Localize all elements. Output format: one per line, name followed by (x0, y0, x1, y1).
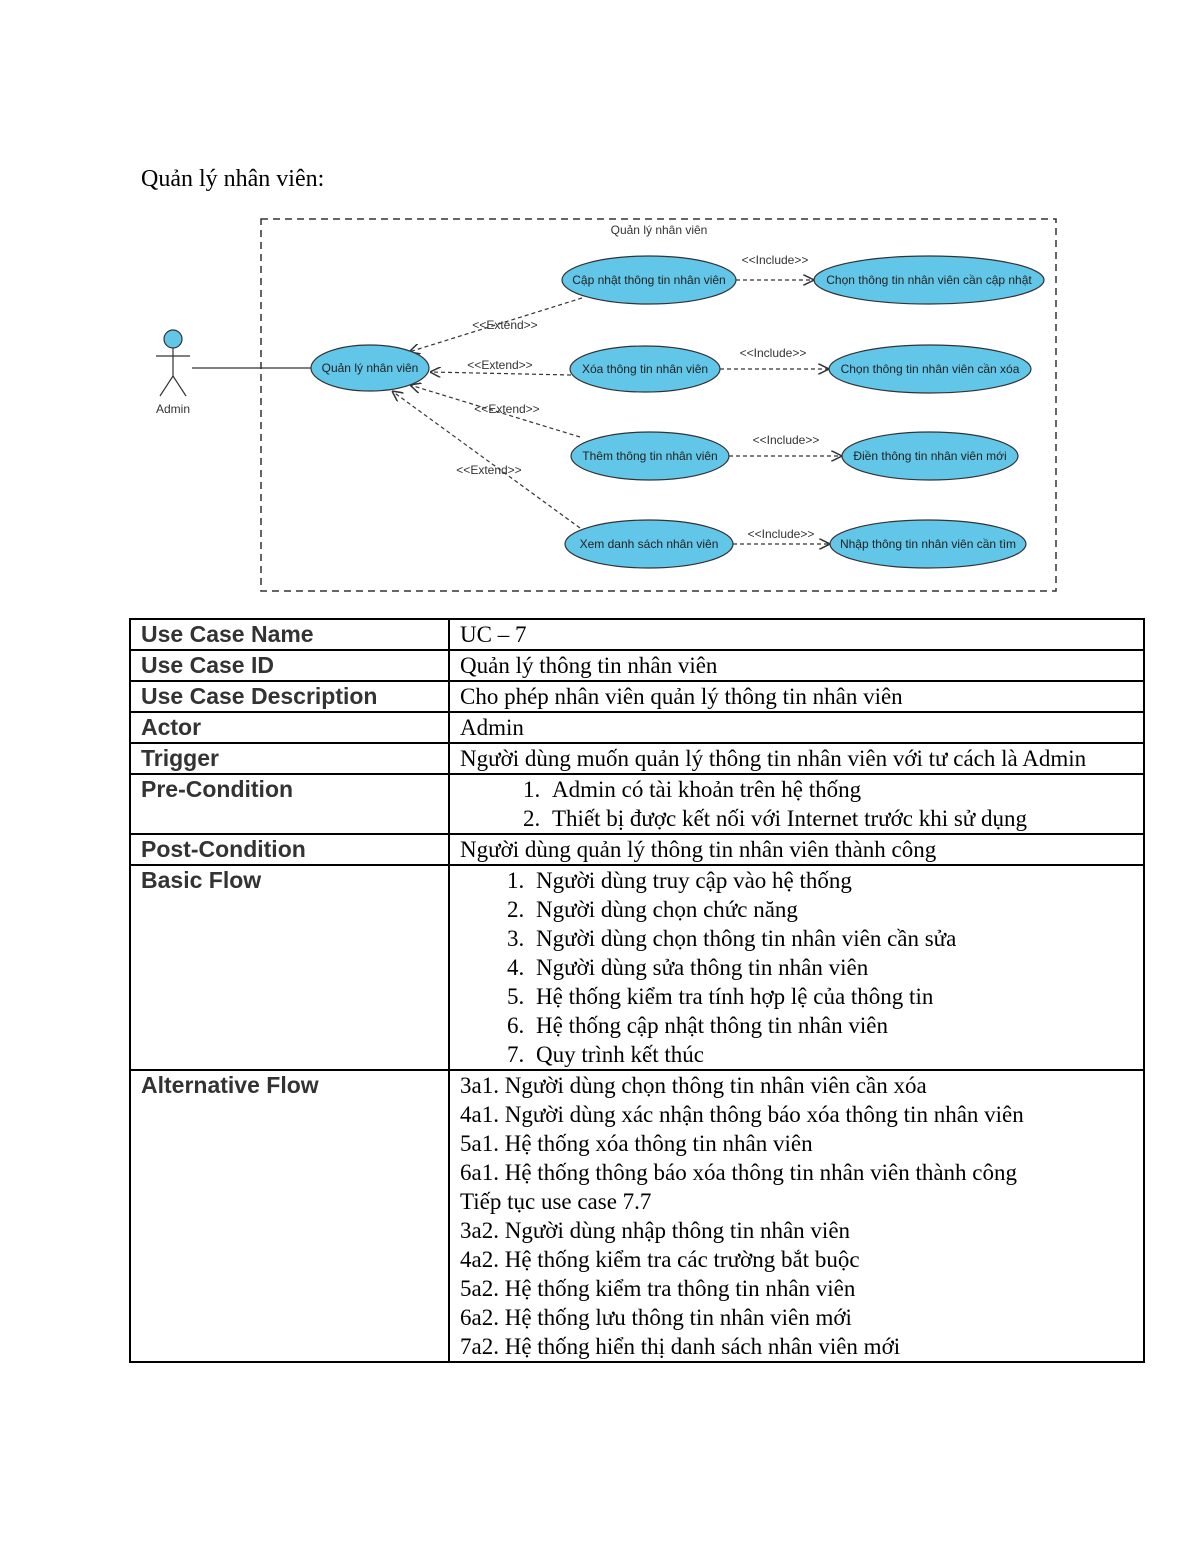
label-main: Quản lý nhân viên (322, 361, 419, 375)
alternative-flow-line: 3a2. Người dùng nhập thông tin nhân viên (460, 1218, 851, 1243)
actor-admin: Admin (156, 329, 190, 416)
extend-arrow-list (392, 391, 581, 529)
row-name: Use Case Name UC – 7 (129, 618, 1145, 651)
label-alternative-flow: Alternative Flow (129, 1069, 450, 1363)
label-delete-select: Chọn thông tin nhân viên cần xóa (841, 362, 1020, 376)
extend-arrow-delete (430, 372, 572, 375)
label-update-select: Chọn thông tin nhân viên cần cập nhật (826, 273, 1032, 287)
label-pre-condition: Pre-Condition (129, 773, 450, 835)
alternative-flow-line: 5a1. Hệ thống xóa thông tin nhân viên (460, 1131, 813, 1156)
alternative-flow-line: 6a2. Hệ thống lưu thông tin nhân viên mớ… (460, 1305, 852, 1330)
row-alternative-flow: Alternative Flow 3a1. Người dùng chọn th… (129, 1069, 1145, 1363)
alternative-flow-line: Tiếp tục use case 7.7 (460, 1189, 652, 1214)
system-boundary (260, 218, 1057, 592)
label-actor: Actor (129, 711, 450, 744)
label-use-case-name: Use Case Name (129, 618, 450, 651)
use-case-update-select: Chọn thông tin nhân viên cần cập nhật (813, 255, 1045, 305)
pre-condition-item: Admin có tài khoản trên hệ thống (546, 775, 1143, 804)
alternative-flow-line: 6a1. Hệ thống thông báo xóa thông tin nh… (460, 1160, 1018, 1185)
use-case-delete-select: Chọn thông tin nhân viên cần xóa (828, 344, 1032, 394)
include-label-list: <<Include>> (748, 527, 815, 541)
extend-label-list: <<Extend>> (456, 463, 521, 477)
extend-relationships: <<Extend>> <<Extend>> <<Extend>> <<Exten… (392, 297, 583, 529)
pre-condition-item: Thiết bị được kết nối với Internet trước… (546, 804, 1143, 833)
section-heading: Quản lý nhân viên: (141, 166, 325, 192)
ellipse-update-select (813, 255, 1045, 305)
row-pre-condition: Pre-Condition Admin có tài khoản trên hệ… (129, 773, 1145, 835)
use-case-table: Use Case Name UC – 7 Use Case ID Quản lý… (129, 618, 1145, 1363)
value-alternative-flow: 3a1. Người dùng chọn thông tin nhân viên… (448, 1069, 1145, 1363)
alternative-flow-line: 7a2. Hệ thống hiển thị danh sách nhân vi… (460, 1334, 901, 1359)
value-actor: Admin (448, 711, 1145, 744)
extend-label-update: <<Extend>> (472, 318, 537, 332)
alternative-flow-line: 5a2. Hệ thống kiểm tra thông tin nhân vi… (460, 1276, 856, 1301)
use-case-add: Thêm thông tin nhân viên (570, 431, 730, 481)
alternative-flow-line: 3a1. Người dùng chọn thông tin nhân viên… (460, 1073, 927, 1098)
basic-flow-list: Người dùng truy cập vào hệ thống Người d… (460, 866, 1143, 1069)
value-pre-condition: Admin có tài khoản trên hệ thống Thiết b… (448, 773, 1145, 835)
value-trigger: Người dùng muốn quản lý thông tin nhân v… (448, 742, 1145, 775)
label-list-search: Nhập thông tin nhân viên cần tìm (840, 537, 1016, 551)
label-basic-flow: Basic Flow (129, 864, 450, 1071)
use-case-diagram: Quản lý nhân viên Admin <<Extend>> <<Ext… (156, 218, 1057, 592)
ellipse-main (310, 344, 430, 392)
label-list: Xem danh sách nhân viên (580, 537, 719, 551)
alternative-flow-line: 4a2. Hệ thống kiểm tra các trường bắt bu… (460, 1247, 860, 1272)
label-use-case-id: Use Case ID (129, 649, 450, 682)
label-add-fill: Điền thông tin nhân viên mới (853, 449, 1006, 463)
row-basic-flow: Basic Flow Người dùng truy cập vào hệ th… (129, 864, 1145, 1071)
actor-leg-right (172, 375, 187, 397)
value-use-case-name: UC – 7 (448, 618, 1145, 651)
label-delete: Xóa thông tin nhân viên (582, 362, 708, 376)
use-case-main: Quản lý nhân viên (310, 344, 430, 392)
use-case-list: Xem danh sách nhân viên (564, 519, 734, 569)
row-description: Use Case Description Cho phép nhân viên … (129, 680, 1145, 713)
ellipse-update (561, 255, 737, 305)
actor-leg-left (159, 375, 174, 397)
label-add: Thêm thông tin nhân viên (582, 449, 717, 463)
ellipse-delete-select (828, 344, 1032, 394)
extend-arrow-update (409, 297, 583, 352)
ellipse-add (570, 431, 730, 481)
boundary-title: Quản lý nhân viên (611, 223, 708, 237)
use-case-delete: Xóa thông tin nhân viên (569, 345, 721, 393)
include-label-add: <<Include>> (753, 433, 820, 447)
ellipse-list (564, 519, 734, 569)
alternative-flow-line: 4a1. Người dùng xác nhận thông báo xóa t… (460, 1102, 1024, 1127)
actor-label: Admin (156, 402, 190, 416)
basic-flow-step: Hệ thống kiểm tra tính hợp lệ của thông … (530, 982, 1143, 1011)
basic-flow-step: Người dùng chọn chức năng (530, 895, 1143, 924)
basic-flow-step: Người dùng chọn thông tin nhân viên cần … (530, 924, 1143, 953)
row-post-condition: Post-Condition Người dùng quản lý thông … (129, 833, 1145, 866)
value-use-case-description: Cho phép nhân viên quản lý thông tin nhâ… (448, 680, 1145, 713)
row-trigger: Trigger Người dùng muốn quản lý thông ti… (129, 742, 1145, 775)
basic-flow-step: Người dùng sửa thông tin nhân viên (530, 953, 1143, 982)
include-relationships: <<Include>> <<Include>> <<Include>> <<In… (720, 253, 842, 544)
extend-arrow-add (410, 385, 581, 438)
use-case-list-search: Nhập thông tin nhân viên cần tìm (829, 519, 1027, 569)
basic-flow-step: Quy trình kết thúc (530, 1040, 1143, 1069)
value-basic-flow: Người dùng truy cập vào hệ thống Người d… (448, 864, 1145, 1071)
pre-condition-list: Admin có tài khoản trên hệ thống Thiết b… (460, 775, 1143, 833)
ellipse-add-fill (841, 431, 1019, 481)
label-trigger: Trigger (129, 742, 450, 775)
include-label-update: <<Include>> (742, 253, 809, 267)
row-id: Use Case ID Quản lý thông tin nhân viên (129, 649, 1145, 682)
value-use-case-id: Quản lý thông tin nhân viên (448, 649, 1145, 682)
use-case-update: Cập nhật thông tin nhân viên (561, 255, 737, 305)
include-label-delete: <<Include>> (740, 346, 807, 360)
label-update: Cập nhật thông tin nhân viên (572, 273, 725, 287)
extend-label-delete: <<Extend>> (467, 358, 532, 372)
value-post-condition: Người dùng quản lý thông tin nhân viên t… (448, 833, 1145, 866)
basic-flow-step: Hệ thống cập nhật thông tin nhân viên (530, 1011, 1143, 1040)
extend-label-add: <<Extend>> (474, 402, 539, 416)
ellipse-delete (569, 345, 721, 393)
label-post-condition: Post-Condition (129, 833, 450, 866)
ellipse-list-search (829, 519, 1027, 569)
use-case-add-fill: Điền thông tin nhân viên mới (841, 431, 1019, 481)
label-use-case-description: Use Case Description (129, 680, 450, 713)
actor-head (163, 329, 183, 349)
basic-flow-step: Người dùng truy cập vào hệ thống (530, 866, 1143, 895)
row-actor: Actor Admin (129, 711, 1145, 744)
